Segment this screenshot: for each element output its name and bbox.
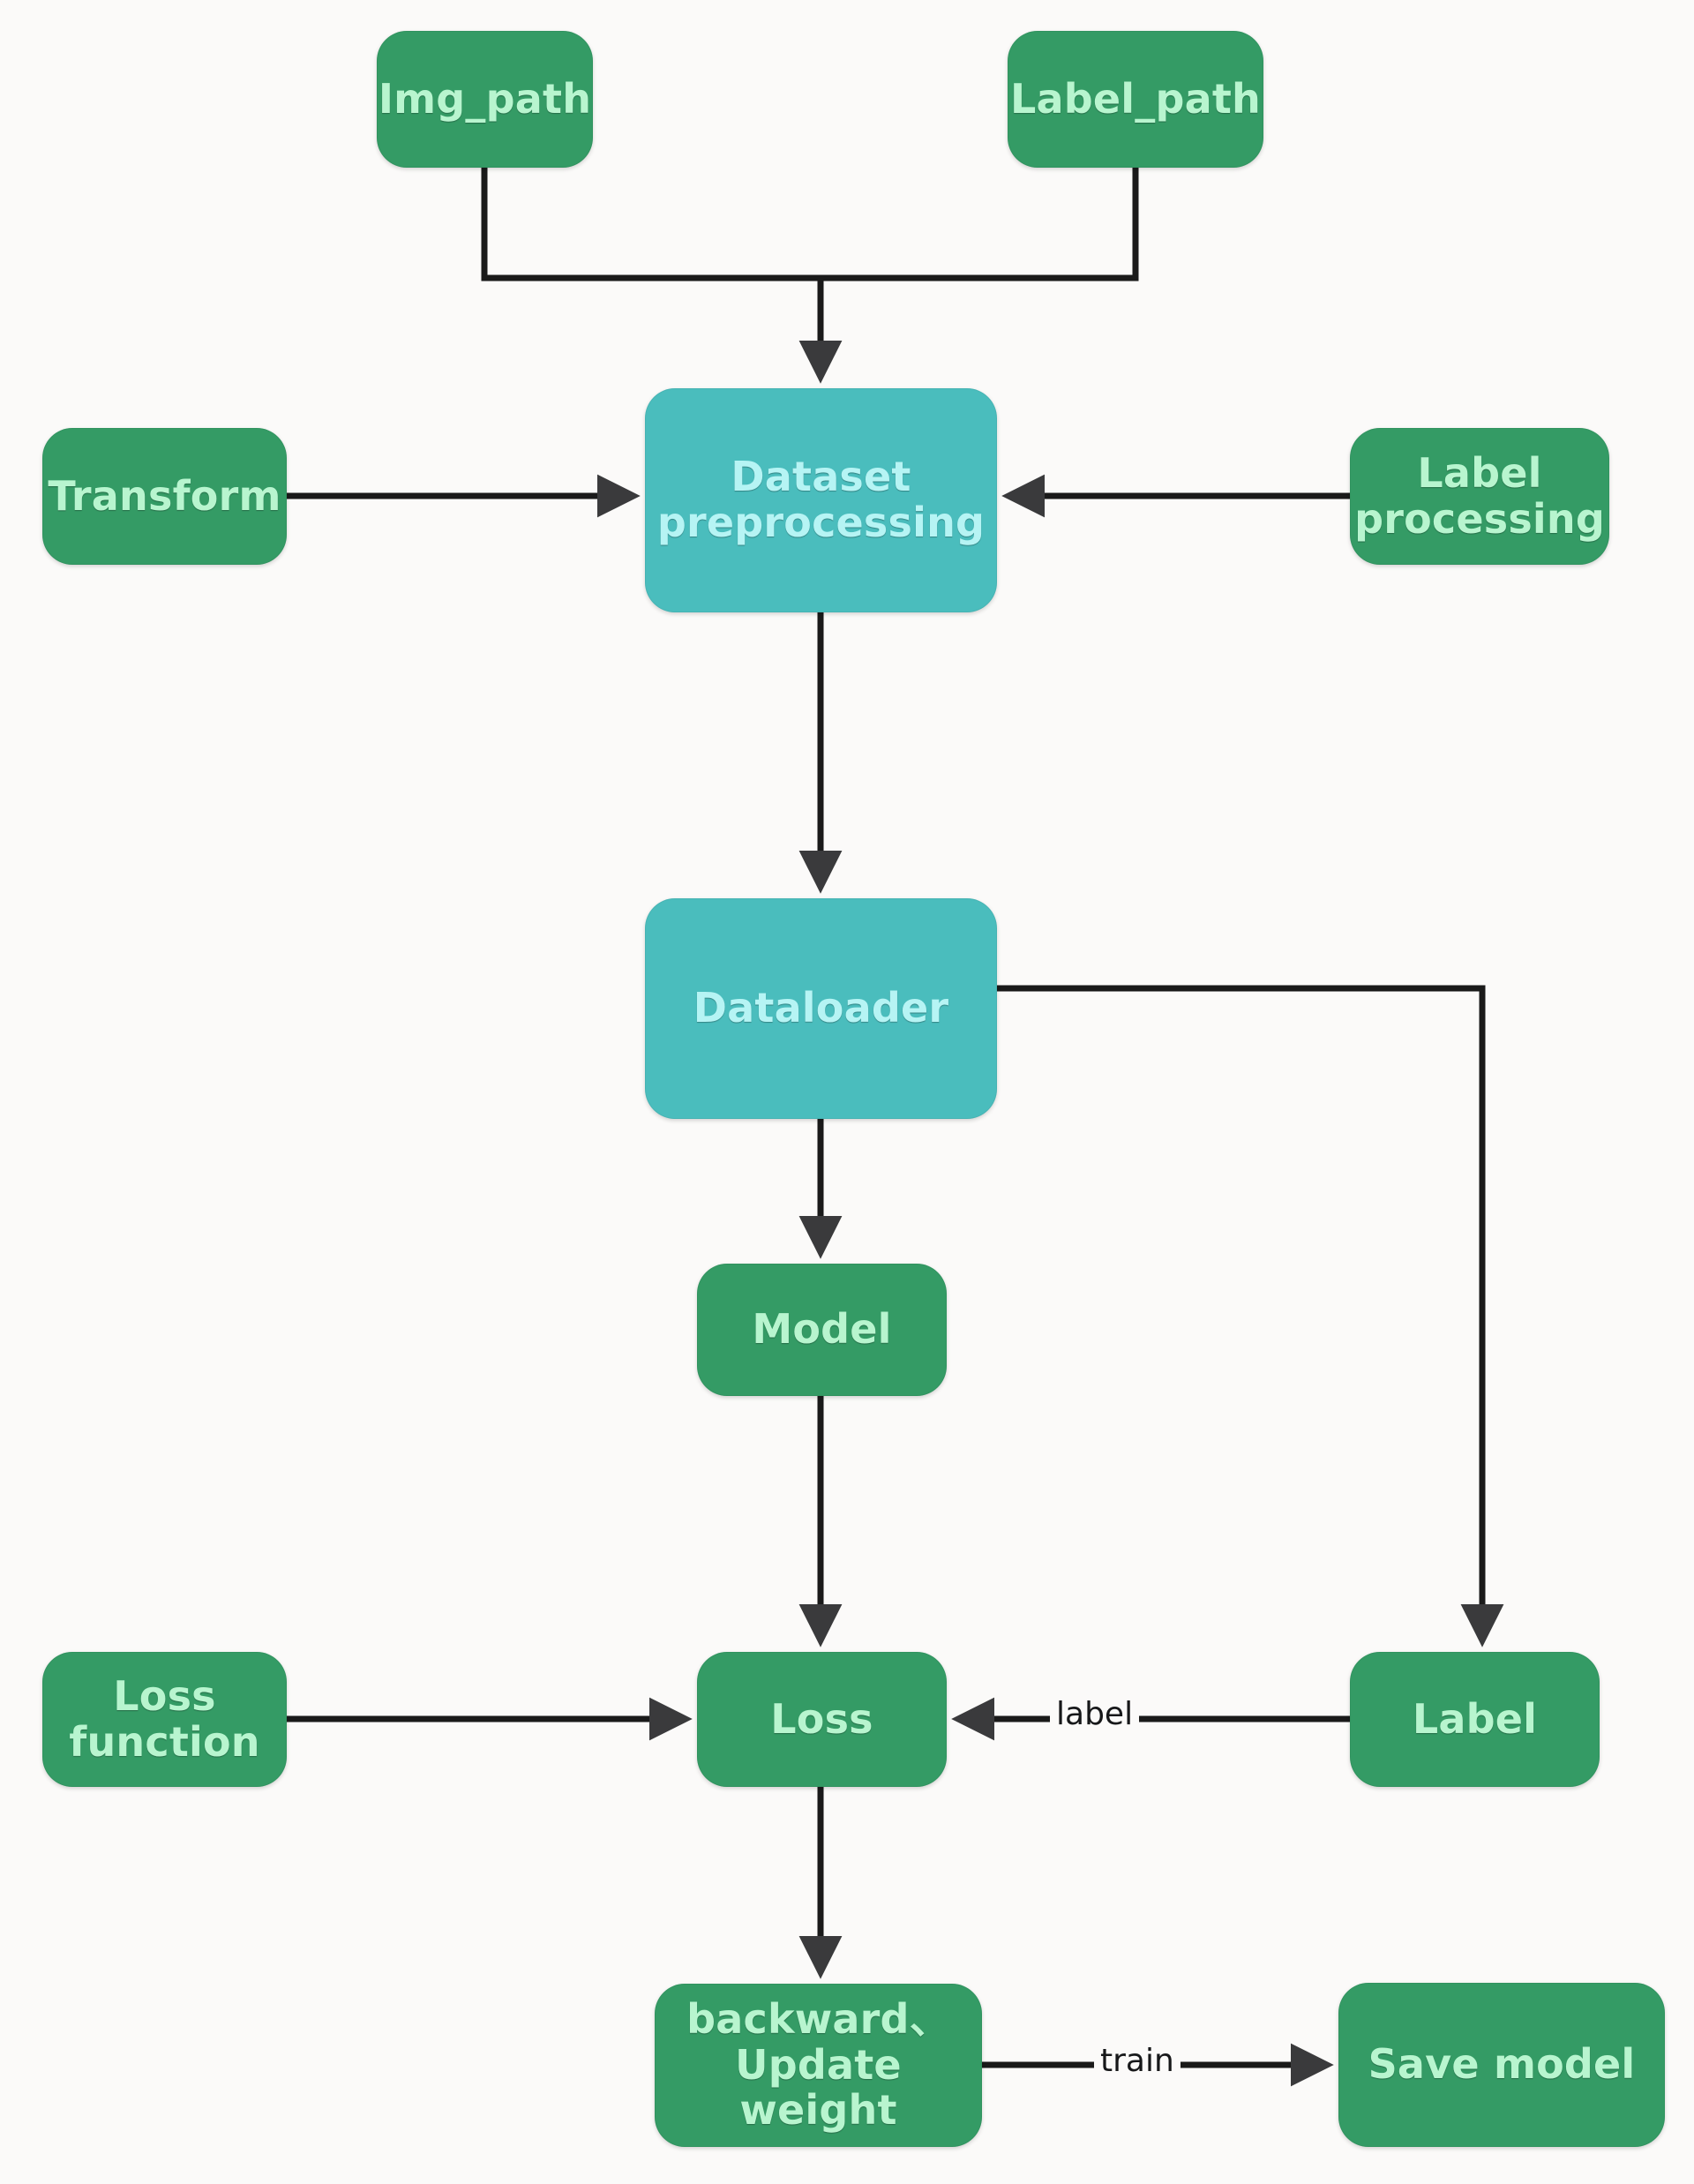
edge-labelpath-to-dataset [821, 168, 1139, 281]
node-img-path[interactable]: Img_path [377, 31, 593, 168]
edge-label-label: label [1050, 1699, 1140, 1730]
edge-dataloader-to-label [997, 985, 1504, 1647]
node-save-model[interactable]: Save model [1338, 1983, 1665, 2147]
node-label-path[interactable]: Label_path [1008, 31, 1263, 168]
node-loss[interactable]: Loss [697, 1652, 947, 1787]
node-label-processing[interactable]: Label processing [1350, 428, 1609, 565]
node-dataloader[interactable]: Dataloader [645, 898, 997, 1119]
node-dataset-preprocessing[interactable]: Dataset preprocessing [645, 388, 997, 612]
node-backward-update-weight[interactable]: backward、 Update weight [655, 1984, 982, 2147]
node-loss-function[interactable]: Loss function [42, 1652, 287, 1787]
node-model[interactable]: Model [697, 1264, 947, 1396]
node-transform[interactable]: Transform [42, 428, 287, 565]
node-label[interactable]: Label [1350, 1652, 1600, 1787]
edge-label-train: train [1094, 2045, 1181, 2077]
edge-imgpath-to-dataset [481, 168, 821, 281]
